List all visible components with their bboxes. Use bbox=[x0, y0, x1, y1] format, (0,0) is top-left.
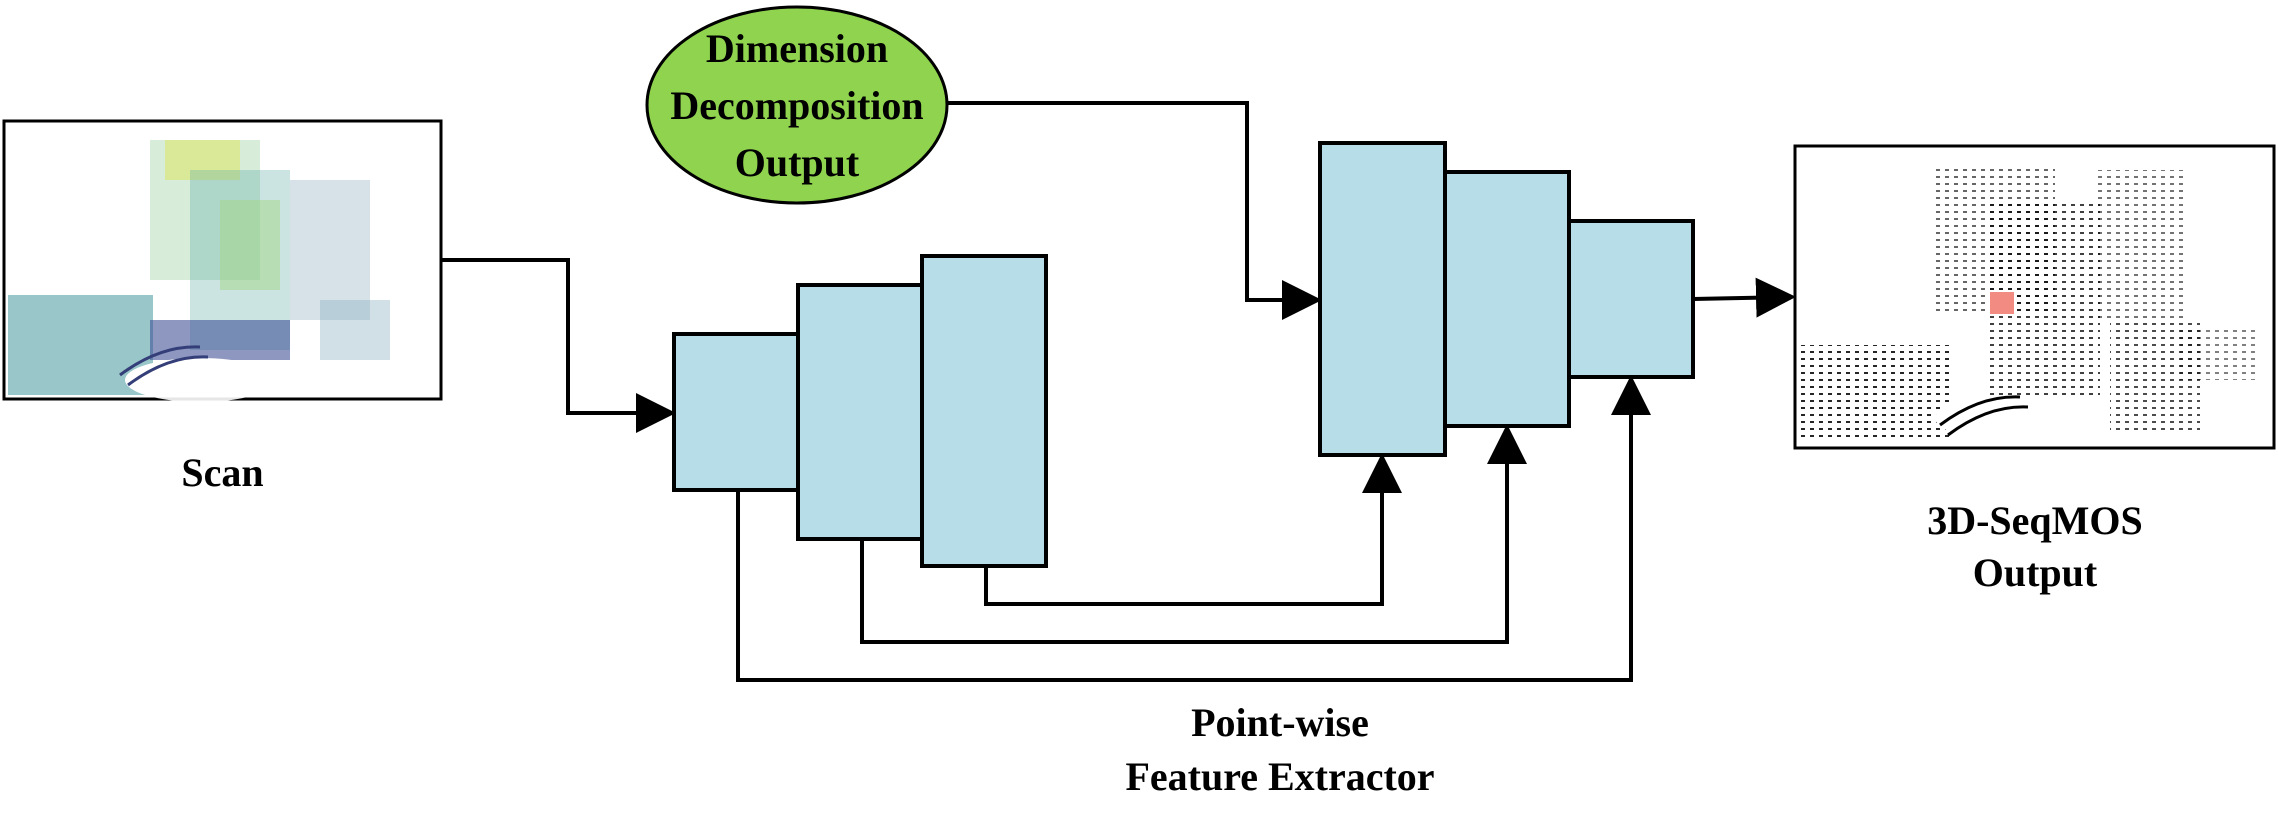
scan-point-cloud bbox=[8, 140, 390, 402]
encoder-block-1 bbox=[672, 332, 800, 492]
encoder-block-2 bbox=[796, 283, 924, 541]
encoder-blocks bbox=[672, 254, 1048, 568]
decoder-block-3 bbox=[1567, 219, 1695, 379]
dimension-label-line-2: Decomposition bbox=[670, 83, 924, 128]
scan-label: Scan bbox=[181, 450, 264, 495]
encoder-block-3 bbox=[920, 254, 1048, 568]
output-label-line-1: 3D-SeqMOS bbox=[1927, 498, 2143, 543]
decoder-block-1 bbox=[1318, 141, 1447, 457]
feature-extractor-label: Point-wise Feature Extractor bbox=[1040, 696, 1520, 804]
ellipse-to-decoder-arrow bbox=[947, 101, 1322, 320]
dimension-decomposition-label: Dimension Decomposition Output bbox=[647, 20, 947, 191]
connections bbox=[441, 101, 1796, 682]
extractor-label-line-2: Feature Extractor bbox=[1125, 754, 1435, 799]
skip-connection-inner bbox=[984, 453, 1402, 606]
scan-image bbox=[2, 119, 443, 402]
decoder-block-2 bbox=[1443, 170, 1571, 428]
output-label: 3D-SeqMOS Output bbox=[1885, 495, 2185, 599]
output-point-cloud bbox=[1800, 165, 2260, 440]
dimension-label-line-3: Output bbox=[734, 140, 860, 185]
skip-connection-outer bbox=[736, 375, 1651, 682]
output-image bbox=[1793, 144, 2276, 450]
decoder-blocks bbox=[1318, 141, 1695, 457]
scan-to-encoder-arrow bbox=[441, 258, 676, 433]
output-label-line-2: Output bbox=[1972, 550, 2098, 595]
extractor-label-line-1: Point-wise bbox=[1191, 700, 1369, 745]
skip-connection-middle bbox=[860, 424, 1527, 644]
dimension-label-line-1: Dimension bbox=[705, 26, 889, 71]
moving-object-highlight bbox=[1990, 292, 2014, 314]
decoder-to-output-arrow bbox=[1692, 277, 1796, 318]
